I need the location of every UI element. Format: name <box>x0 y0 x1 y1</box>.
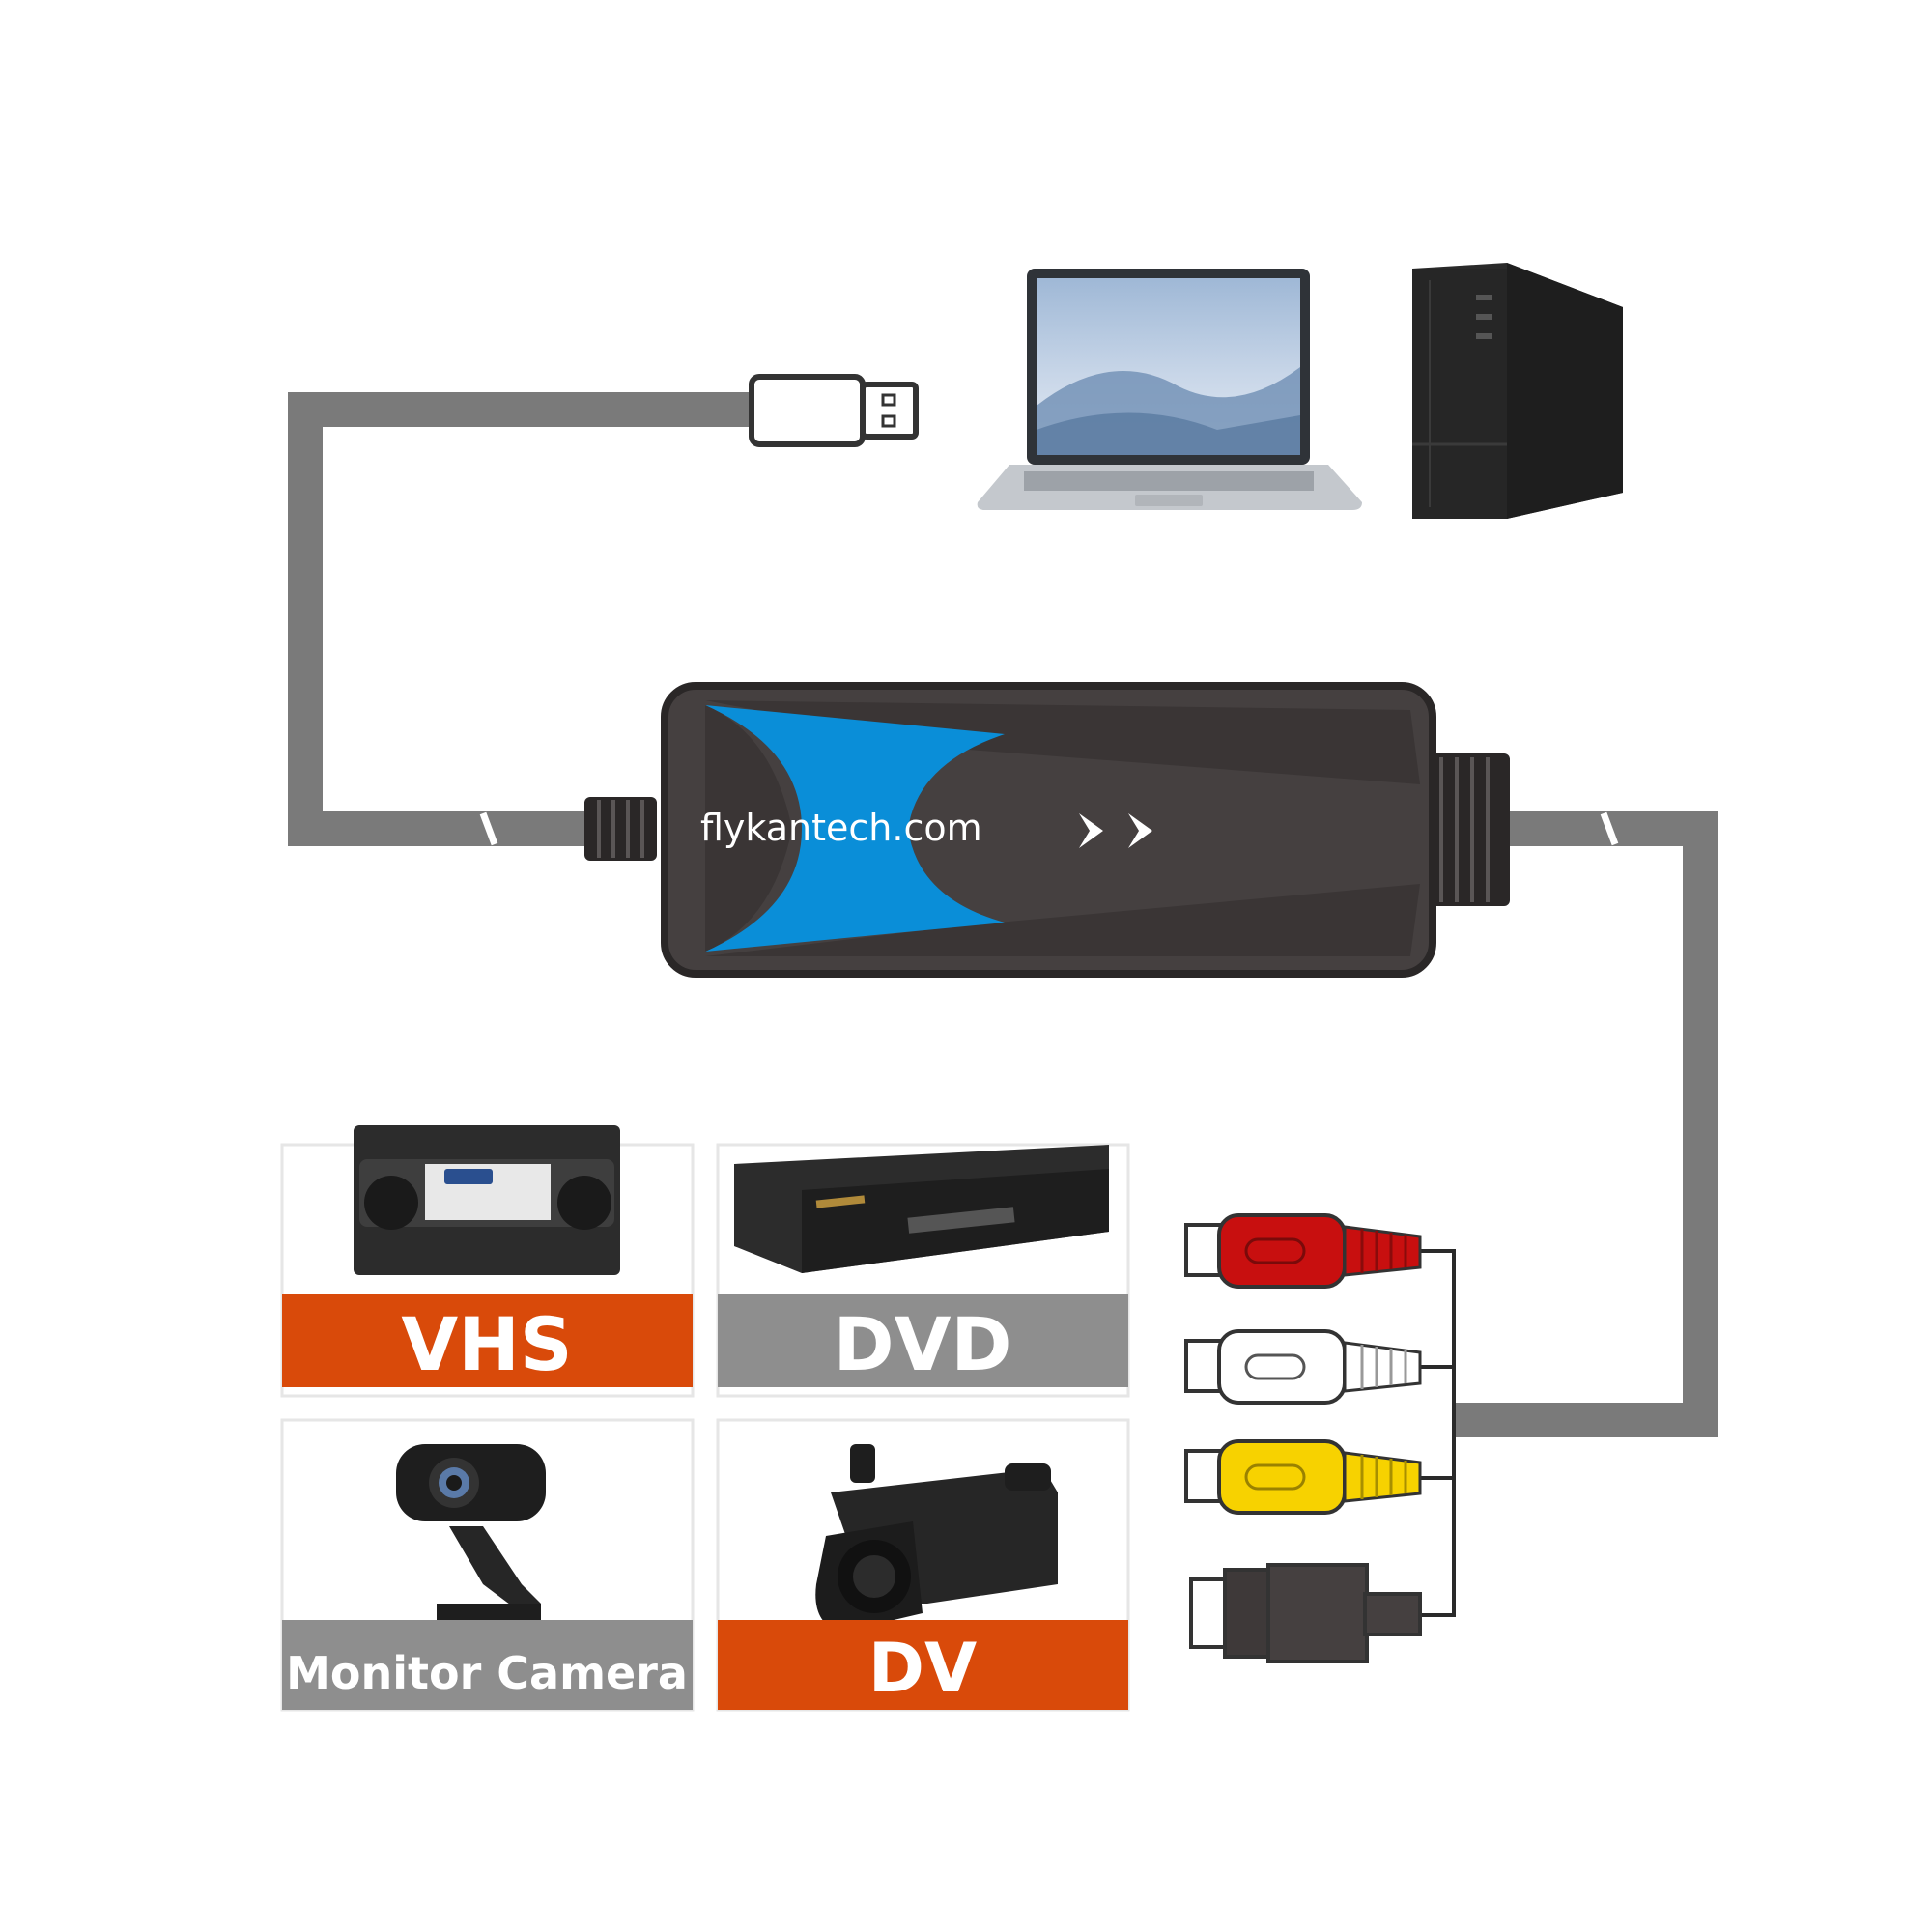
av-cable <box>1454 811 1718 1437</box>
source-label-vhs: VHS <box>401 1301 572 1387</box>
usb-cable <box>288 392 763 846</box>
yellow-rca-plug-icon <box>1184 1439 1422 1515</box>
capture-device: flykantech.com <box>584 682 1510 978</box>
laptop-icon <box>977 269 1362 510</box>
webcam-icon <box>396 1444 546 1633</box>
brand-url: flykantech.com <box>700 807 982 849</box>
red-rca-plug-icon <box>1184 1213 1422 1289</box>
desktop-tower-icon <box>1412 263 1623 519</box>
forward-arrow-icon <box>1128 813 1152 848</box>
vhs-cassette-icon <box>354 1125 620 1275</box>
dvd-player-icon <box>734 1145 1109 1273</box>
source-label-monitor-camera: Monitor Camera <box>286 1647 688 1699</box>
white-rca-plug-icon <box>1184 1329 1422 1405</box>
source-tile-vhs: VHS <box>280 1125 695 1398</box>
source-tile-monitor-camera: Monitor Camera <box>280 1418 695 1712</box>
s-video-plug-icon <box>1189 1563 1422 1663</box>
source-label-dvd: DVD <box>834 1301 1012 1387</box>
source-tile-dvd: DVD <box>716 1143 1130 1398</box>
camcorder-icon <box>815 1444 1058 1633</box>
av-plugs <box>1184 1213 1456 1663</box>
usb-plug-icon <box>749 374 919 447</box>
source-tile-dv: DV <box>716 1418 1130 1712</box>
source-label-dv: DV <box>868 1629 977 1708</box>
forward-arrow-icon <box>1079 813 1103 848</box>
